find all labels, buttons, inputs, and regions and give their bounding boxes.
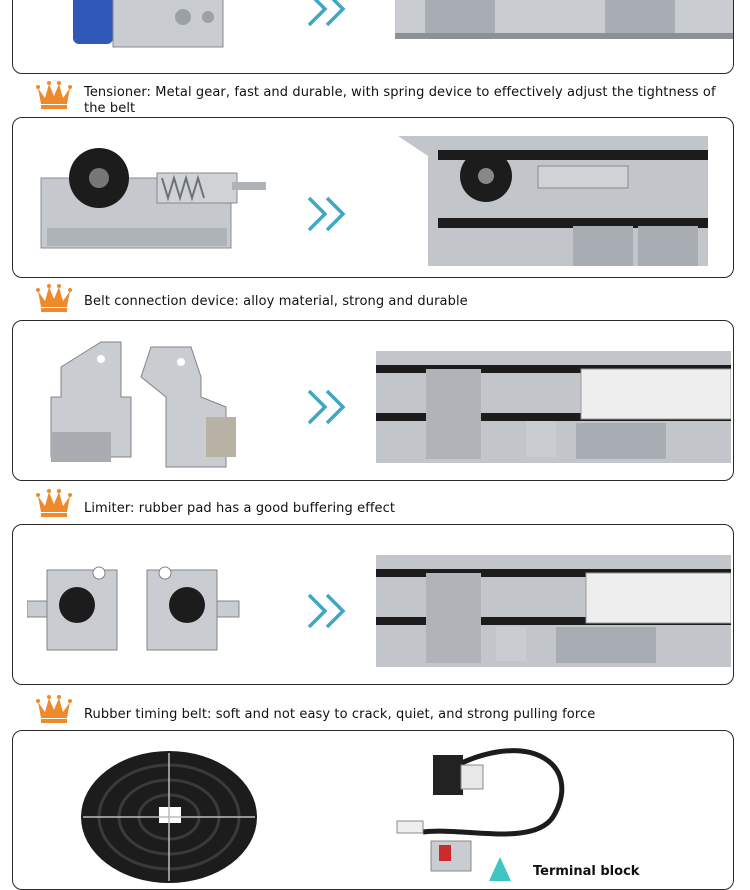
caption-limiter: Limiter: rubber pad has a good buffering…: [36, 488, 726, 518]
double-chevron-right-icon: [305, 591, 351, 631]
caption-text: Rubber timing belt: soft and not easy to…: [84, 707, 596, 722]
timing-belt-roll-image: [81, 751, 257, 883]
product-panel-limiter: [12, 524, 734, 685]
caption-tensioner: Tensioner: Metal gear, fast and durable,…: [36, 80, 726, 117]
product-panel-tensioner: [12, 117, 734, 278]
belt-connector-image: [50, 341, 236, 468]
product-panel-timing-belt: Terminal block: [12, 730, 734, 890]
crown-icon: [36, 283, 72, 313]
crown-icon: [36, 80, 72, 110]
motor-assembly-image: [73, 0, 224, 48]
limiter-installed-image: [376, 555, 731, 667]
caption-text: Belt connection device: alloy material, …: [84, 294, 468, 309]
belt-connector-installed-image: [376, 351, 731, 463]
caption-timing-belt: Rubber timing belt: soft and not easy to…: [36, 694, 726, 724]
product-panel-belt-connection: [12, 320, 734, 481]
tensioner-installed-image: [398, 136, 708, 266]
product-panel-motor: [12, 0, 734, 74]
double-chevron-right-icon: [305, 0, 351, 29]
double-chevron-right-icon: [305, 387, 351, 427]
crown-icon: [36, 488, 72, 518]
caption-text: Limiter: rubber pad has a good buffering…: [84, 501, 396, 516]
terminal-block-cable-image: [396, 748, 565, 872]
rail-assembly-image: [395, 0, 733, 39]
crown-icon: [36, 694, 72, 724]
caption-belt-connection: Belt connection device: alloy material, …: [36, 283, 726, 313]
terminal-block-label: Terminal block: [533, 864, 640, 879]
double-chevron-right-icon: [305, 194, 351, 234]
tensioner-image: [40, 148, 266, 249]
up-arrow-icon: [489, 857, 511, 881]
caption-text: Tensioner: Metal gear, fast and durable,…: [84, 85, 716, 116]
limiter-image: [27, 566, 240, 651]
